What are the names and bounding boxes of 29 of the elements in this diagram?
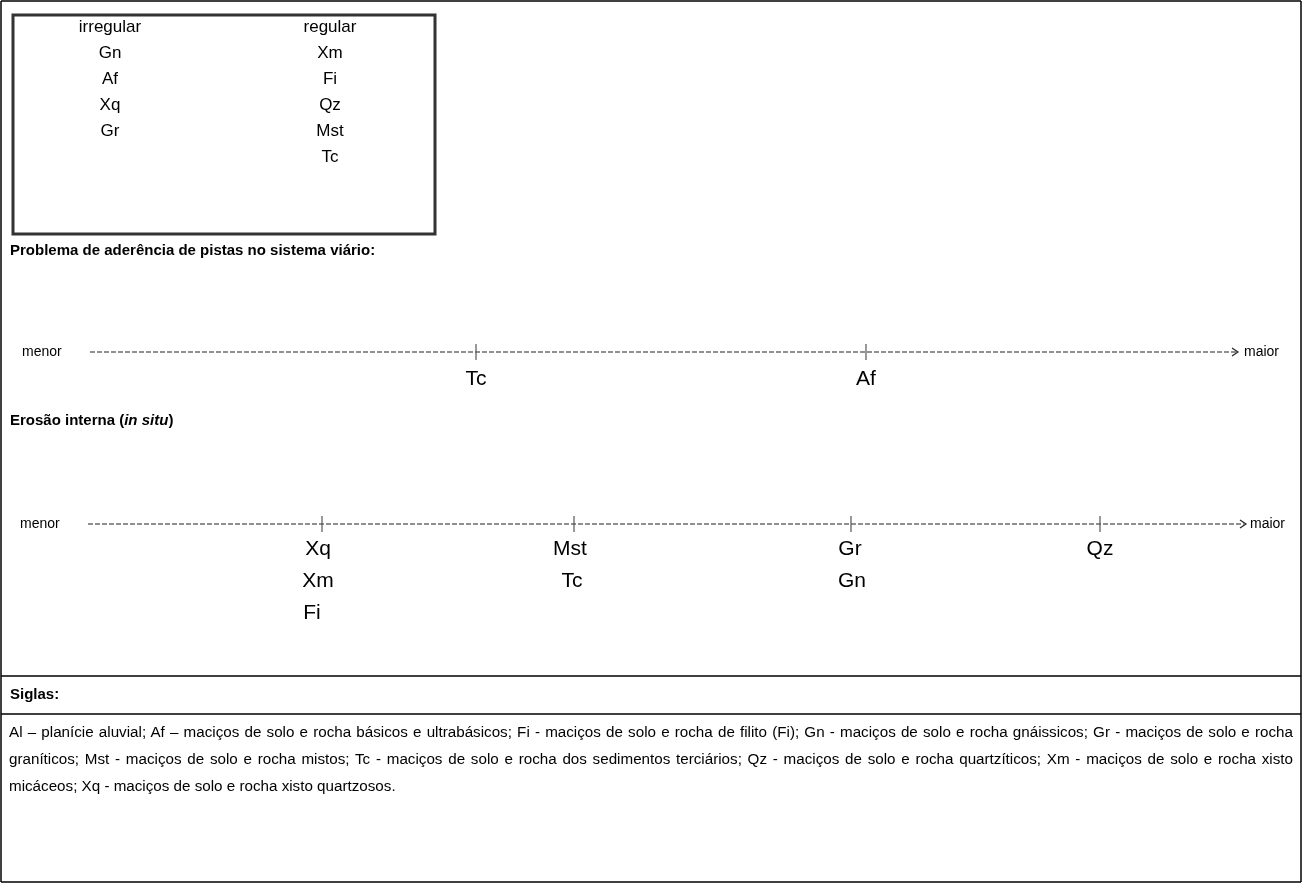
rock-code: Af	[100, 70, 120, 89]
rock-code: Mst	[315, 122, 345, 141]
scale-end-label: maior	[1250, 516, 1285, 532]
rock-code: Xm	[316, 44, 344, 63]
rock-code: Gn	[837, 568, 867, 592]
rock-code: Xm	[301, 568, 335, 592]
rock-code: Qz	[318, 96, 342, 115]
section-heading: Siglas:	[10, 686, 60, 703]
rock-code: Tc	[464, 366, 488, 390]
rock-code: Tc	[560, 568, 584, 592]
rock-code: Gr	[99, 122, 121, 141]
rock-code: Fi	[302, 600, 322, 624]
section-heading: Erosão interna (in situ)	[10, 412, 174, 429]
table-header: regular	[302, 18, 358, 37]
rock-code: Xq	[98, 96, 122, 115]
rock-code: Gr	[837, 536, 863, 560]
rock-code: Xq	[304, 536, 332, 560]
scale-end-label: menor	[22, 344, 62, 360]
section-heading: Problema de aderência de pistas no sistema viário:	[10, 242, 376, 259]
rock-code: Gn	[97, 44, 123, 63]
scale-end-label: maior	[1244, 344, 1279, 360]
scale-end-label: menor	[20, 516, 60, 532]
rock-code: Fi	[321, 70, 339, 89]
rock-code: Qz	[1085, 536, 1115, 560]
rock-code: Mst	[552, 536, 588, 560]
rock-code: Af	[855, 366, 877, 390]
table-header: irregular	[77, 18, 143, 37]
abbreviations-paragraph: Al – planície aluvial; Af – maciços de solo e rocha básicos e ultrabásicos; Fi - maciços de solo e rocha de filito (Fi); Gn - maciços de solo e rocha gnáissicos; Gr - maciços de solo e rocha graníticos; Mst - maciços de solo e rocha mistos; Tc - maciços de solo e rocha dos sedimentos terciários; Qz - maciços de solo e rocha quartzíticos; Xm - maciços de solo e rocha xisto micáceos; Xq - maciços de solo e rocha xisto quartzosos.	[9, 722, 1293, 796]
rock-code: Tc	[320, 148, 340, 167]
